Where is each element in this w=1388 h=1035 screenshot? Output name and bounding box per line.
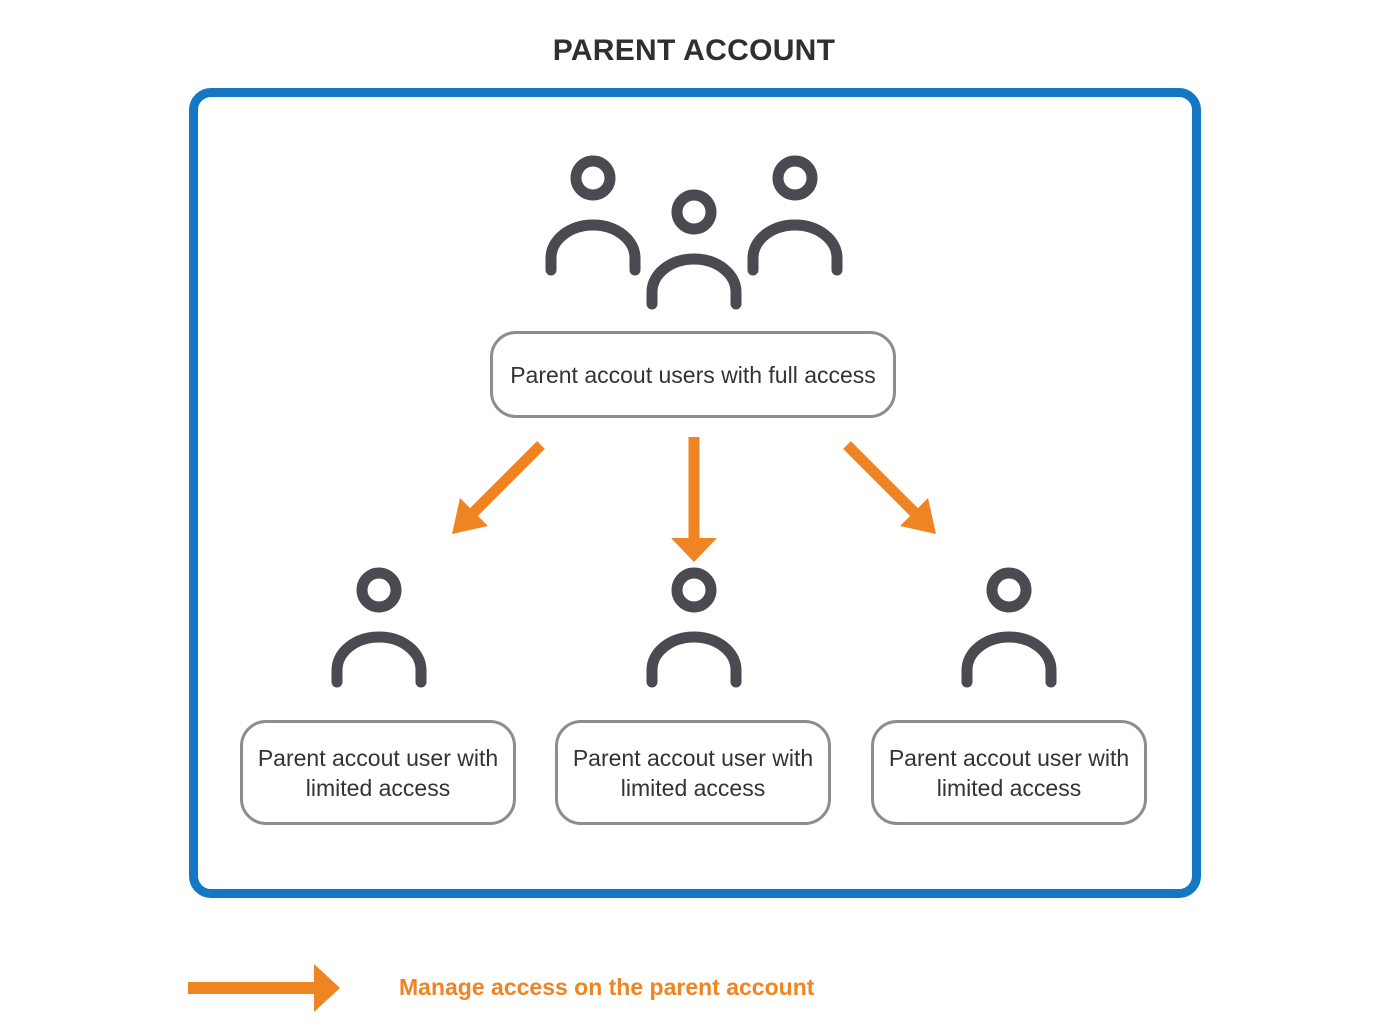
- arrow-down-right-icon: [843, 441, 936, 534]
- limited-access-node: Parent accout user with limited access: [871, 720, 1147, 825]
- user-icon-center: [652, 195, 736, 304]
- user-icon: [967, 573, 1051, 682]
- arrow-down-left-icon: [452, 441, 545, 534]
- full-access-node: Parent accout users with full access: [490, 331, 896, 418]
- legend-label: Manage access on the parent account: [399, 974, 815, 1000]
- user-icon-right: [753, 161, 837, 270]
- arrow-right-icon: [188, 964, 340, 1012]
- user-icon: [337, 573, 421, 682]
- arrow-down-icon: [671, 437, 717, 562]
- diagram-title: PARENT ACCOUNT: [552, 34, 836, 67]
- user-icon-left: [551, 161, 635, 270]
- parent-account-frame: [189, 88, 1201, 898]
- limited-access-node: Parent accout user with limited access: [555, 720, 831, 825]
- user-icon: [652, 573, 736, 682]
- user-group-icon: [551, 161, 837, 304]
- limited-access-node: Parent accout user with limited access: [240, 720, 516, 825]
